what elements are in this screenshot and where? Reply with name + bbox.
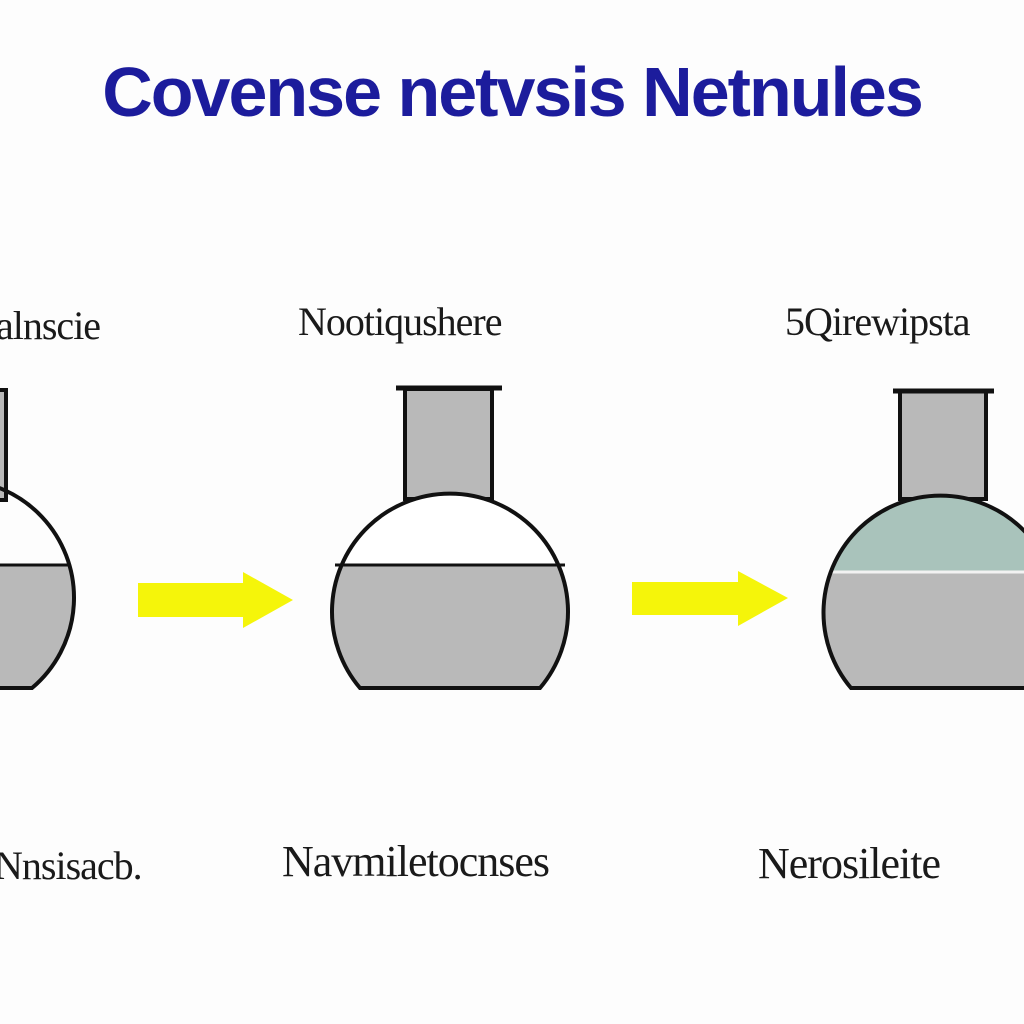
flask-1 xyxy=(0,388,76,690)
flask-3 xyxy=(821,388,1024,690)
arrow-1-icon xyxy=(138,572,293,628)
stage-3-top-label: 5Qirewipsta xyxy=(785,299,971,344)
flask-2 xyxy=(330,385,570,690)
stage-1-top-label: alnscie xyxy=(0,303,101,348)
diagram-title: Covense netvsis Netnules xyxy=(102,53,924,131)
stage-3-bottom-label: Nerosileite xyxy=(758,839,941,888)
stage-2-top-label: Nootiqushere xyxy=(298,299,503,344)
stage-1-bottom-label: Nnsisacb. xyxy=(0,843,143,888)
stage-2-bottom-label: Navmiletocnses xyxy=(282,837,550,886)
arrow-2-icon xyxy=(632,571,788,626)
